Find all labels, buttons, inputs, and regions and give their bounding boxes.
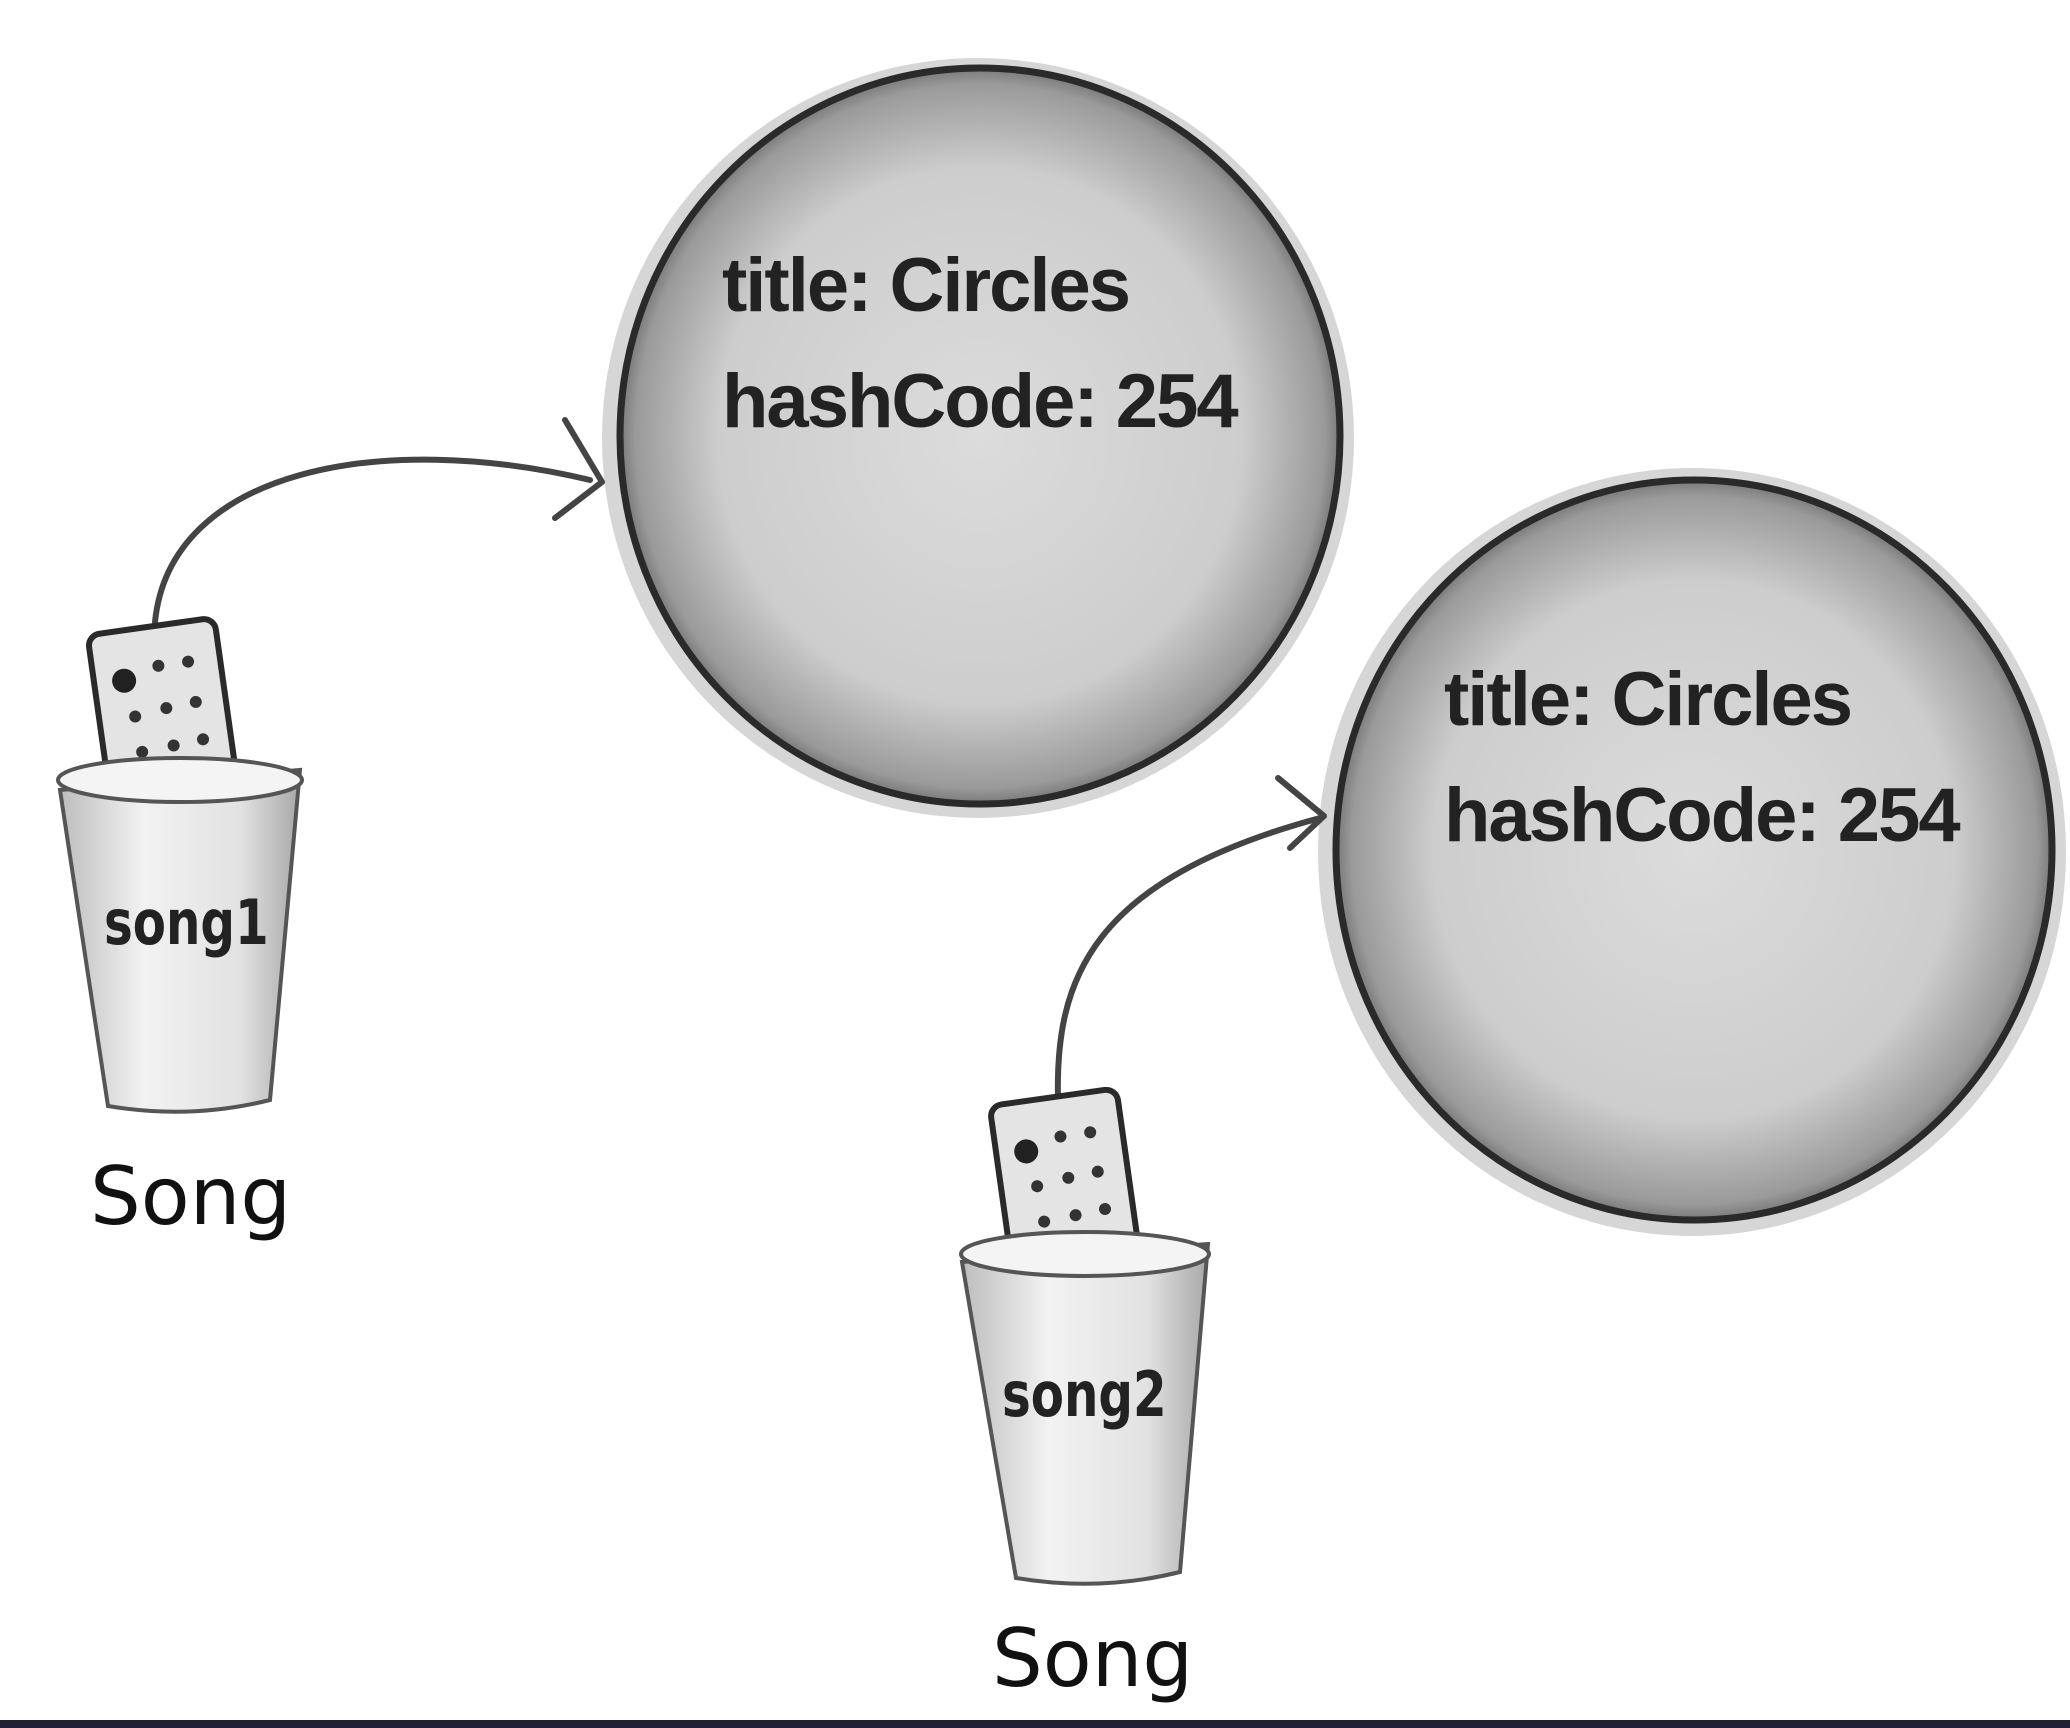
- reference-type-label: Song: [992, 1612, 1194, 1705]
- reference-song2: [959, 1086, 1211, 1586]
- cup-icon: [959, 1230, 1211, 1586]
- object-circle-1: [602, 58, 1354, 818]
- object-2-fields: title: Circles hashCode: 254: [1444, 642, 1961, 874]
- reference-variable-name: song1: [104, 886, 269, 959]
- object-2-hashcode: hashCode: 254: [1444, 773, 1961, 858]
- arrow-icon: [1054, 775, 1327, 1103]
- cup-icon: [56, 756, 304, 1114]
- reference-variable-name: song2: [1002, 1358, 1167, 1431]
- object-1-fields: title: Circles hashCode: 254: [722, 228, 1239, 460]
- object-2-title: title: Circles: [1444, 657, 1853, 742]
- object-1-hashcode: hashCode: 254: [722, 359, 1239, 444]
- object-1-title: title: Circles: [722, 243, 1131, 328]
- reference-song1: [56, 616, 304, 1114]
- object-circle-2: [1318, 468, 2066, 1236]
- bottom-edge-bar: [0, 1720, 2070, 1728]
- reference-type-label: Song: [90, 1150, 292, 1243]
- arrow-icon: [152, 417, 605, 625]
